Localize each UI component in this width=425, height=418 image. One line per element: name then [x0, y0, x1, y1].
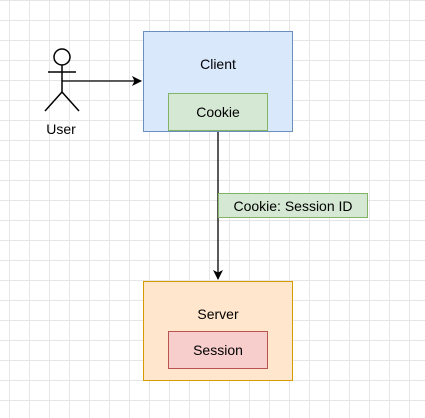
actor-right-leg: [61, 91, 80, 112]
client-label: Client: [200, 56, 236, 72]
edge-label-session-id: Cookie: Session ID: [218, 193, 368, 218]
stick-figure-icon: [44, 48, 80, 112]
actor-left-leg: [44, 91, 63, 112]
actor-head: [53, 48, 71, 66]
edge-label-text: Cookie: Session ID: [233, 197, 353, 214]
actor-label: User: [46, 121, 76, 137]
cookie-label: Cookie: [196, 104, 240, 120]
server-label: Server: [197, 306, 239, 322]
session-node: Session: [168, 331, 268, 369]
session-label: Session: [193, 342, 243, 358]
cookie-node: Cookie: [168, 93, 268, 131]
